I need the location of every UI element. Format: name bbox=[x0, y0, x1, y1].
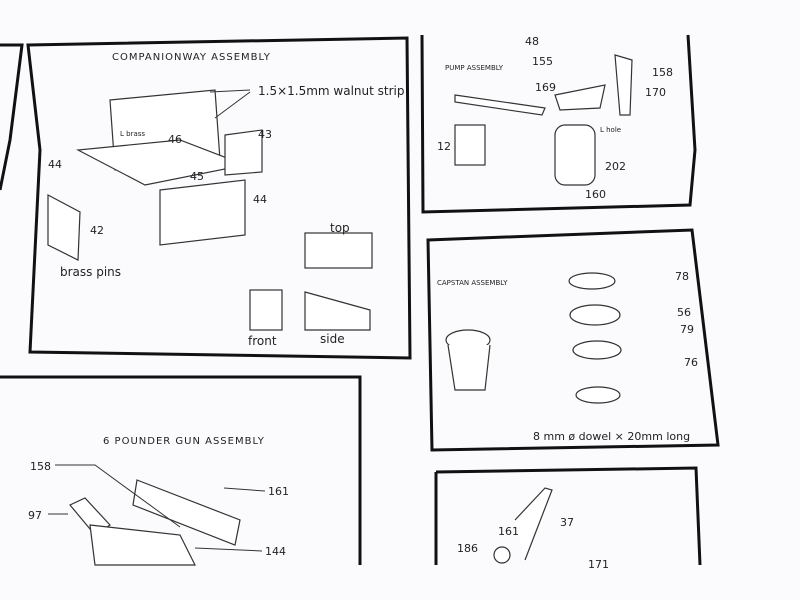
left-panel-border bbox=[0, 43, 24, 191]
part-label: 44 bbox=[253, 193, 267, 206]
part-label: 48 bbox=[525, 35, 539, 48]
part-44 bbox=[159, 179, 246, 246]
side-view bbox=[304, 291, 371, 331]
brass-label: L brass bbox=[120, 130, 145, 138]
brass-pins-label: brass pins bbox=[60, 265, 121, 279]
pump-title: PUMP ASSEMBLY bbox=[445, 64, 504, 72]
part-42 bbox=[47, 194, 81, 261]
hole-label: L hole bbox=[600, 126, 621, 134]
gun-carriage bbox=[89, 524, 196, 566]
part-79 bbox=[572, 340, 622, 360]
part-170 bbox=[614, 54, 633, 116]
part-label: 161 bbox=[498, 525, 519, 538]
part-label: 169 bbox=[535, 81, 556, 94]
pump-panel: PUMP ASSEMBLY 12 48 155 169 158 170 L ho… bbox=[420, 34, 697, 214]
front-view bbox=[249, 289, 283, 331]
part-label: 160 bbox=[585, 188, 606, 201]
capstan-legs bbox=[447, 344, 491, 391]
part-label: 43 bbox=[258, 128, 272, 141]
side-view-label: side bbox=[320, 332, 345, 346]
strip-leader bbox=[209, 89, 251, 119]
lower-right-border bbox=[434, 466, 702, 566]
part-label: 186 bbox=[457, 542, 478, 555]
gun-leaders bbox=[48, 464, 266, 552]
part-161 bbox=[493, 546, 511, 564]
part-label: 144 bbox=[265, 545, 286, 558]
pump-border bbox=[420, 34, 697, 214]
lower-right-panel: 37 161 186 171 bbox=[434, 466, 702, 571]
part-label: 161 bbox=[268, 485, 289, 498]
part-label: 79 bbox=[680, 323, 694, 336]
dowel-label: 8 mm ø dowel × 20mm long bbox=[533, 430, 690, 443]
part-label: 170 bbox=[645, 86, 666, 99]
part-37 bbox=[514, 487, 553, 561]
front-view-label: front bbox=[248, 334, 277, 348]
part-label: 97 bbox=[28, 509, 42, 522]
companionway-border bbox=[26, 36, 412, 360]
part-label: 42 bbox=[90, 224, 104, 237]
gun-title: 6 POUNDER GUN ASSEMBLY bbox=[103, 436, 265, 447]
top-view-label: top bbox=[330, 221, 350, 235]
gun-barrel bbox=[132, 479, 241, 546]
part-label: 155 bbox=[532, 55, 553, 68]
part-202 bbox=[554, 124, 596, 186]
part-label: 46 bbox=[168, 133, 182, 146]
part-78 bbox=[568, 272, 616, 290]
pump-body bbox=[454, 124, 486, 166]
part-169 bbox=[554, 84, 606, 111]
capstan-panel: CAPSTAN ASSEMBLY 78 56 79 76 8 mm ø dowe… bbox=[426, 228, 720, 452]
part-label: 171 bbox=[588, 558, 609, 571]
gun-border bbox=[0, 375, 362, 565]
pump-handle bbox=[454, 94, 546, 116]
capstan-border bbox=[426, 228, 720, 452]
gun-panel: 6 POUNDER GUN ASSEMBLY 158 161 97 144 bbox=[0, 375, 362, 566]
part-label: 158 bbox=[30, 460, 51, 473]
companionway-title: COMPANIONWAY ASSEMBLY bbox=[112, 52, 271, 63]
part-label: 44 bbox=[48, 158, 62, 171]
capstan-title: CAPSTAN ASSEMBLY bbox=[437, 279, 508, 287]
top-view bbox=[304, 232, 373, 269]
part-label: 78 bbox=[675, 270, 689, 283]
companionway-panel: COMPANIONWAY ASSEMBLY 1.5×1.5mm walnut s… bbox=[26, 36, 412, 360]
part-label: 37 bbox=[560, 516, 574, 529]
part-label: 202 bbox=[605, 160, 626, 173]
walnut-strip-label: 1.5×1.5mm walnut strip bbox=[258, 84, 405, 98]
capstan-base bbox=[575, 386, 621, 404]
pump-dimension: 12 bbox=[437, 140, 451, 153]
part-label: 158 bbox=[652, 66, 673, 79]
part-43 bbox=[224, 129, 263, 176]
part-56 bbox=[569, 304, 621, 326]
part-label: 45 bbox=[190, 170, 204, 183]
part-label: 56 bbox=[677, 306, 691, 319]
part-label: 76 bbox=[684, 356, 698, 369]
companionway-base bbox=[75, 139, 248, 186]
